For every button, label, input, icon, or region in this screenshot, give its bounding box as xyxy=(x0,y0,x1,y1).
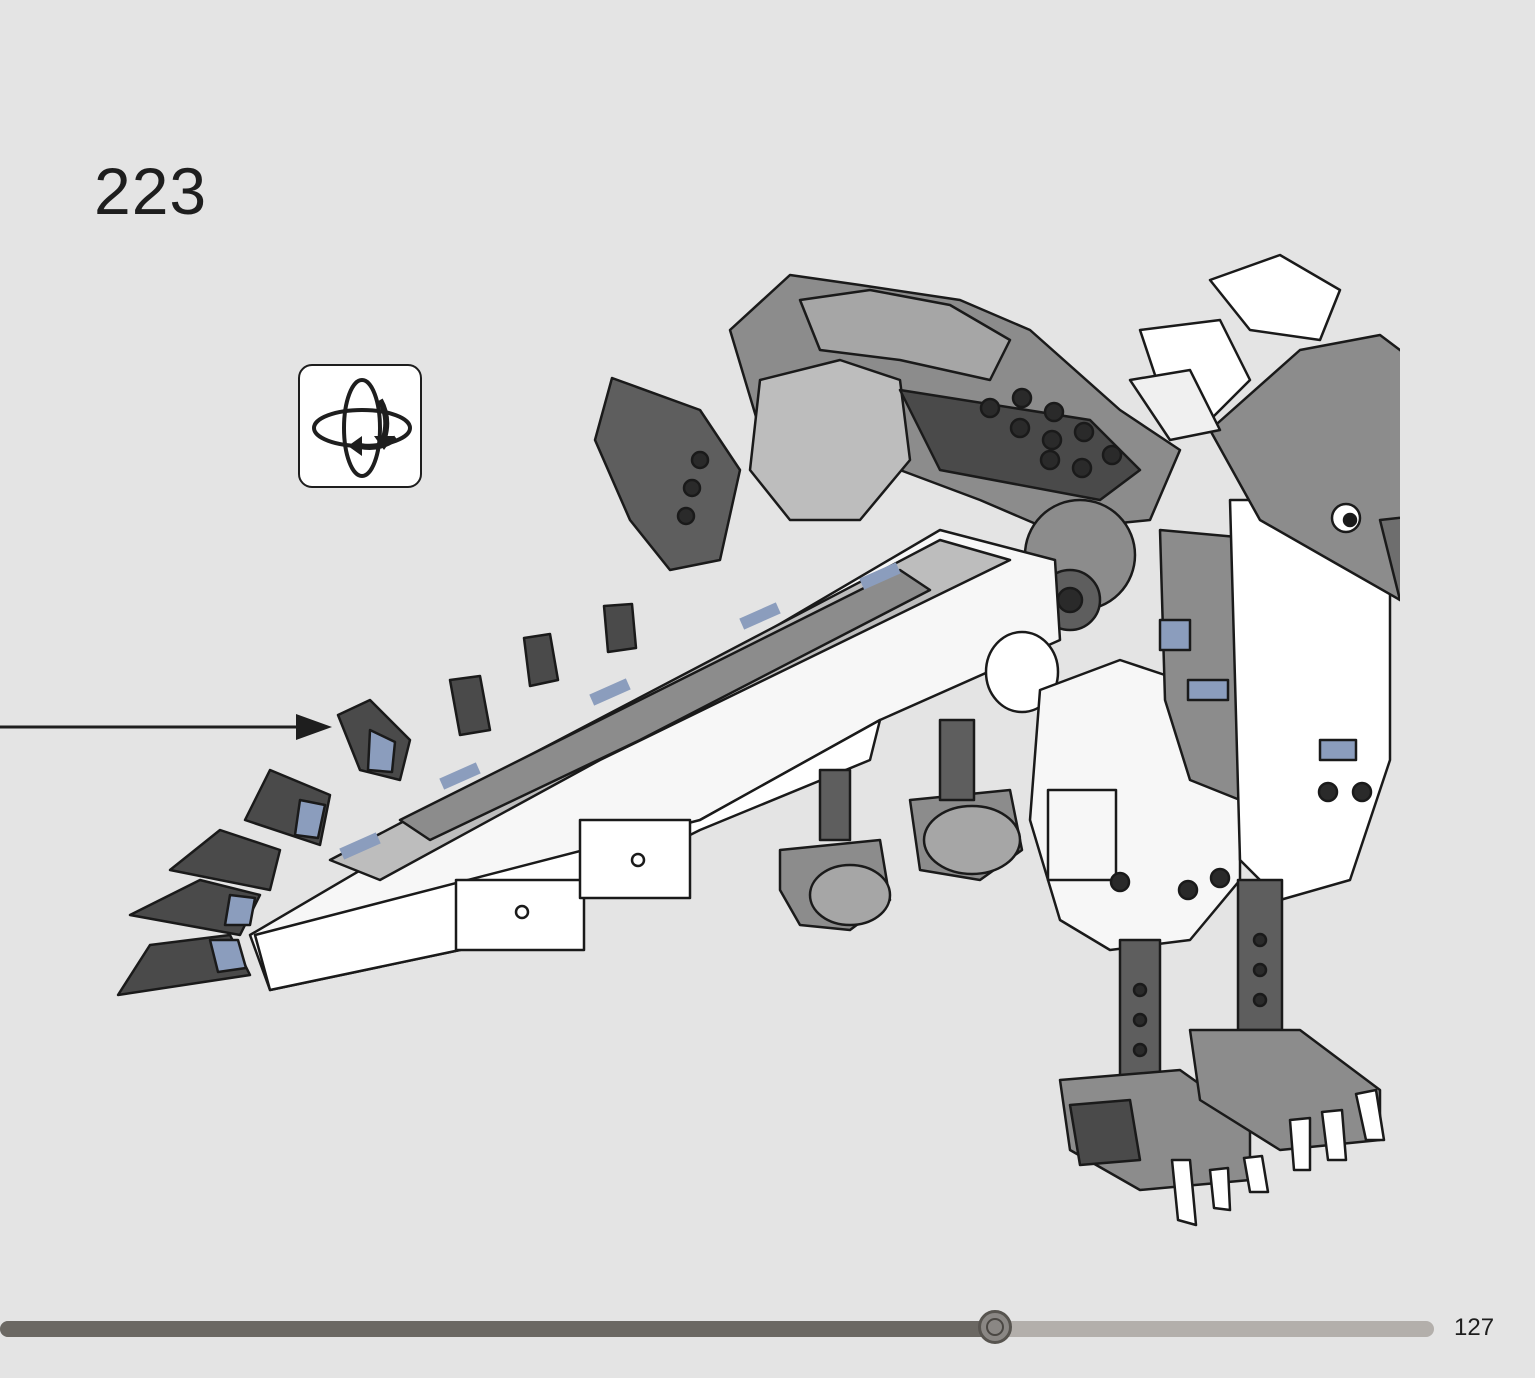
progress-fill xyxy=(0,1321,996,1337)
rotate-model-indicator xyxy=(298,364,422,488)
instruction-progress-bar xyxy=(0,1310,1436,1344)
rotate-model-icon xyxy=(312,378,412,478)
progress-knob-icon xyxy=(978,1310,1013,1344)
pointer-arrow-icon xyxy=(0,714,332,740)
page-number: 127 xyxy=(1454,1314,1495,1341)
brick-creature-model-illustration xyxy=(116,253,1400,1227)
step-number: 223 xyxy=(94,154,208,228)
